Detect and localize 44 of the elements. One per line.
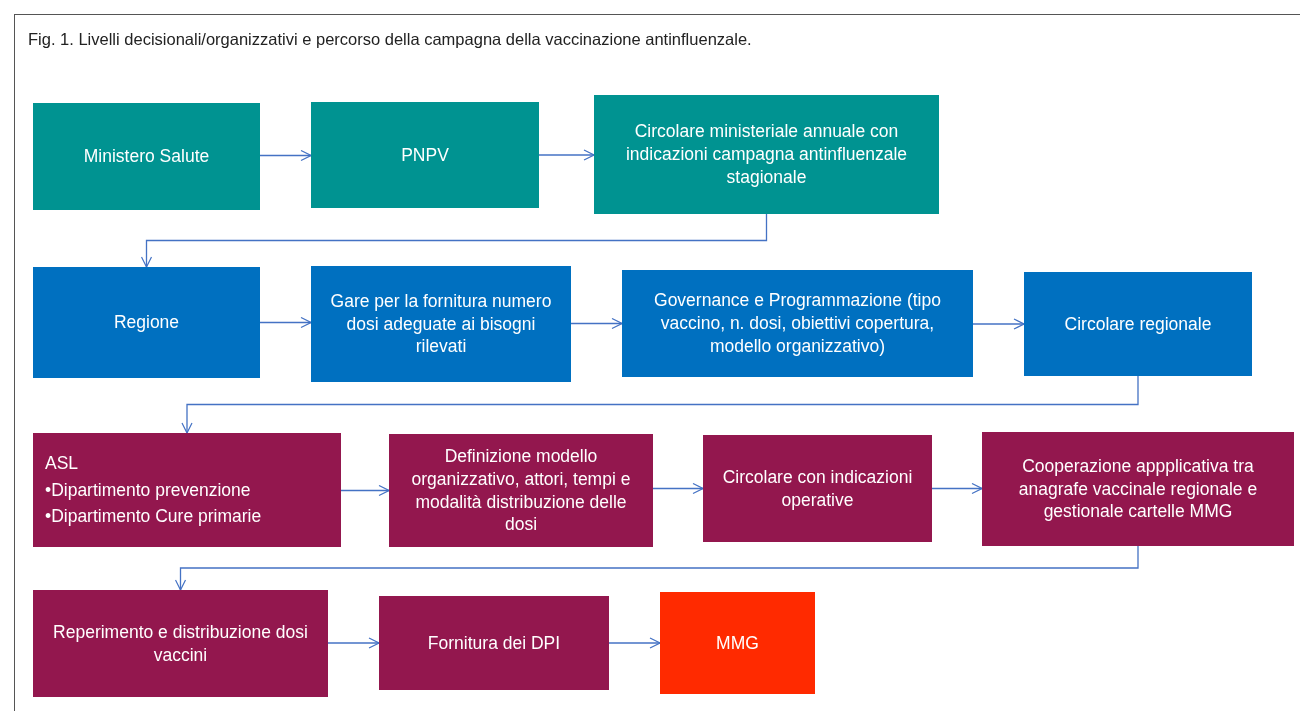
arrow (340, 484, 390, 497)
box-text: Fornitura dei DPI (427, 631, 561, 655)
process-box (660, 592, 815, 694)
box-text: Gare per la fornitura numero dosi adeguate ai bisogni rilevati (329, 289, 553, 359)
process-box (33, 590, 328, 697)
figure-title: Fig. 1. Livelli decisionali/organizzativi e percorso della campagna della vaccinazione antinfluenzale. (28, 30, 752, 49)
box-text: •Dipartimento Cure primarie (45, 505, 262, 529)
arrow (259, 149, 312, 162)
arrow (652, 482, 704, 495)
arrow (174, 545, 1139, 591)
box-text: Ministero Salute (83, 145, 210, 168)
process-box (594, 95, 939, 214)
arrow (538, 149, 595, 161)
box-text: PNPV (401, 143, 449, 167)
process-box (311, 266, 571, 382)
box-text: •Dipartimento prevenzione (45, 478, 251, 502)
process-box (1024, 272, 1252, 376)
process-box (33, 267, 260, 378)
process-box (379, 596, 609, 690)
arrow (608, 637, 661, 649)
process-box (33, 103, 260, 210)
arrow (570, 317, 623, 330)
process-box (311, 102, 539, 208)
box-text: Reperimento e distribuzione dosi vaccini (52, 620, 309, 667)
box-text: Regione (113, 311, 180, 334)
box-text: Cooperazione appplicativa tra anagrafe vaccinale regionale e gestionale cartelle MMG (1017, 454, 1259, 524)
arrow (140, 213, 768, 268)
box-text: Definizione modello organizzativo, attori, tempi e modalità distribuzione delle dosi (410, 445, 632, 536)
process-box (622, 270, 973, 377)
process-box (703, 435, 932, 542)
arrow (327, 637, 380, 649)
process-box (982, 432, 1294, 546)
arrow (931, 482, 983, 495)
box-text: Circolare con indicazioni operative (721, 465, 914, 512)
arrow (259, 316, 312, 329)
process-box (389, 434, 653, 547)
arrow (181, 375, 1139, 434)
process-box (33, 433, 341, 547)
box-text: MMG (716, 631, 759, 655)
box-text: Circolare regionale (1064, 312, 1212, 336)
box-text: ASL (45, 451, 79, 475)
arrow (972, 318, 1025, 330)
box-text: Governance e Programmazione (tipo vaccino, n. dosi, obiettivi copertura, modello organizzativo) (653, 289, 942, 358)
box-text: Circolare ministeriale annuale con indicazioni campagna antinfluenzale stagionale (624, 120, 909, 189)
